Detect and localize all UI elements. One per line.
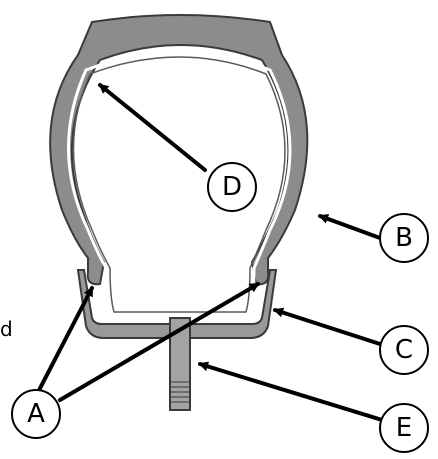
svg-text:E: E	[396, 413, 412, 443]
cropped-edge-text: d	[0, 317, 13, 341]
svg-text:D: D	[222, 172, 242, 202]
leader-a-left	[34, 286, 94, 398]
inner-tube	[67, 50, 292, 318]
callout-e: E	[379, 403, 429, 453]
leader-a-right	[58, 282, 260, 402]
svg-text:C: C	[395, 335, 413, 365]
valve-threads	[170, 381, 190, 403]
leader-b	[318, 214, 382, 240]
callout-a: A	[11, 389, 61, 439]
svg-text:A: A	[27, 399, 45, 429]
leader-d	[98, 83, 207, 172]
leader-c	[273, 307, 382, 346]
callout-b: B	[379, 213, 429, 263]
callout-d: D	[207, 162, 257, 212]
svg-text:B: B	[395, 223, 413, 253]
leader-e	[198, 361, 384, 422]
callout-c: C	[379, 325, 429, 375]
tire-casing	[49, 14, 309, 286]
inner-tube-outline	[72, 56, 286, 313]
